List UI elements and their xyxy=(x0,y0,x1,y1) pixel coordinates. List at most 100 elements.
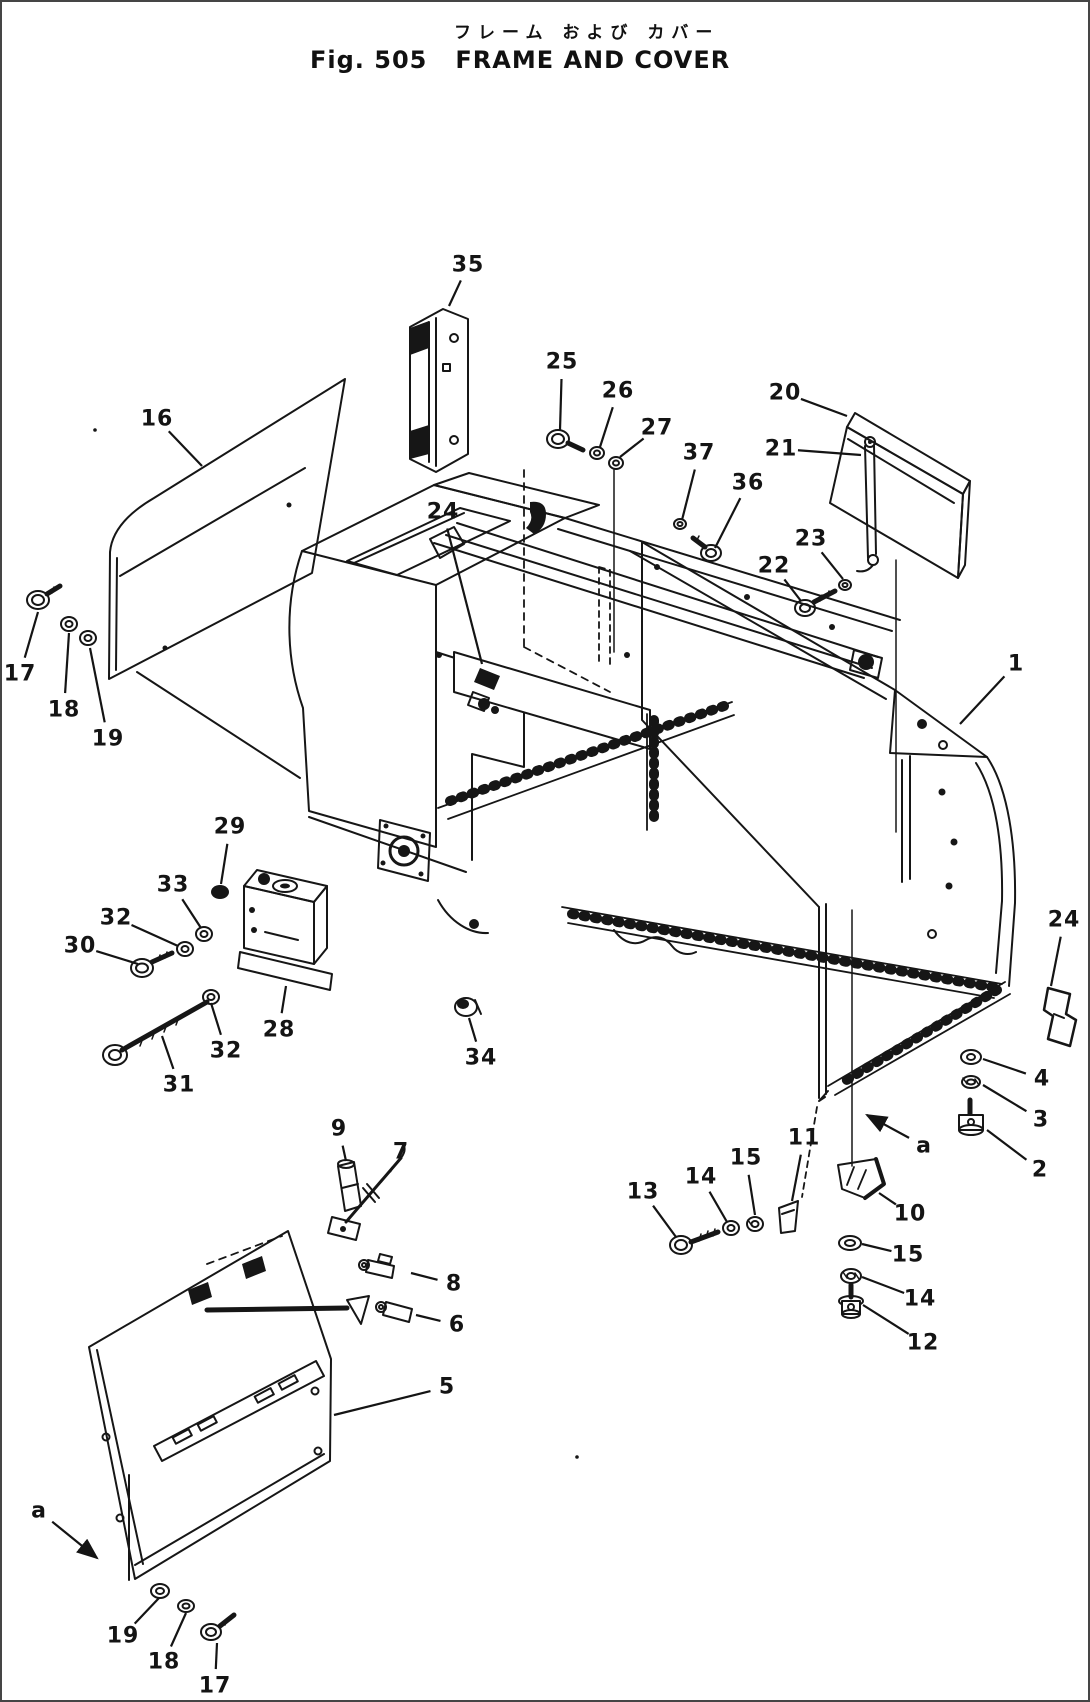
part-label-17-top: 17 xyxy=(4,662,37,687)
part-labels-layer: 1234567891011121314151514161718191718192… xyxy=(4,253,1080,1699)
part-label-32-lower: 32 xyxy=(210,1039,243,1064)
leader-line-14-left xyxy=(708,1191,728,1223)
part-label-32-upper: 32 xyxy=(100,906,133,931)
leader-line-23 xyxy=(820,551,844,580)
bracket-24-right xyxy=(1042,986,1078,1048)
scan-speck xyxy=(575,1455,579,1459)
part-label-33: 33 xyxy=(157,873,190,898)
leader-line-a-right xyxy=(865,1113,910,1139)
leader-line-30 xyxy=(95,949,139,966)
part-label-26: 26 xyxy=(602,379,635,404)
leader-line-24-right xyxy=(1049,936,1062,987)
part-label-18-top: 18 xyxy=(48,698,81,723)
bolt-12 xyxy=(838,1282,864,1319)
part-label-23: 23 xyxy=(795,527,828,552)
part-label-31: 31 xyxy=(163,1073,196,1098)
leader-line-21 xyxy=(797,449,862,457)
part-label-29: 29 xyxy=(214,815,247,840)
leader-line-37 xyxy=(680,469,696,521)
leader-line-3 xyxy=(982,1084,1028,1113)
bolt-30 xyxy=(130,950,175,978)
leader-line-16 xyxy=(167,430,203,467)
key-8 xyxy=(358,1253,395,1279)
part-label-19-top: 19 xyxy=(92,727,125,752)
leader-line-7 xyxy=(389,1166,394,1173)
part-label-9: 9 xyxy=(331,1117,347,1142)
leader-line-18-bottom xyxy=(169,1612,188,1647)
leader-line-12 xyxy=(862,1304,910,1335)
leader-line-17-bottom xyxy=(214,1642,219,1670)
washer-23 xyxy=(838,579,852,591)
leader-line-11 xyxy=(790,1154,802,1202)
leader-line-13 xyxy=(652,1205,677,1238)
bolt-31 xyxy=(102,999,210,1066)
lock-washer-15-left xyxy=(746,1216,764,1232)
part-label-14-right: 14 xyxy=(904,1287,937,1312)
clamp-24-left xyxy=(467,668,500,714)
washer-18-top xyxy=(60,616,78,632)
part-label-10: 10 xyxy=(894,1202,927,1227)
part-label-14-left: 14 xyxy=(685,1165,718,1190)
bolt-17-top xyxy=(26,583,63,610)
part-label-2: 2 xyxy=(1032,1158,1048,1183)
washer-26 xyxy=(589,446,605,460)
leader-line-27 xyxy=(619,437,645,458)
washer-19-top xyxy=(79,630,97,646)
leader-line-26 xyxy=(598,406,614,448)
leader-line-9 xyxy=(341,1145,348,1162)
rod-7 xyxy=(327,1143,406,1241)
bolt-22 xyxy=(794,588,838,617)
leader-line-36 xyxy=(714,497,742,549)
leader-line-6 xyxy=(415,1313,441,1323)
leader-line-2 xyxy=(986,1129,1028,1161)
part-label-5: 5 xyxy=(439,1375,455,1400)
leader-line-14-right xyxy=(861,1275,905,1294)
part-label-16: 16 xyxy=(141,407,174,432)
part-label-25: 25 xyxy=(546,350,579,375)
part-label-19-bottom: 19 xyxy=(107,1624,140,1649)
figure-name: FRAME AND COVER xyxy=(455,46,731,74)
washer-18-bottom xyxy=(177,1599,195,1613)
leader-line-15-right xyxy=(861,1242,892,1253)
part-label-15-right: 15 xyxy=(892,1243,925,1268)
part-label-11: 11 xyxy=(788,1126,821,1151)
leader-line-15-left xyxy=(747,1174,757,1216)
part-label-21: 21 xyxy=(765,437,798,462)
wedge-10 xyxy=(837,1157,886,1200)
leader-line-18-top xyxy=(64,632,71,694)
leader-line-a-bottom xyxy=(51,1520,99,1560)
bolt-13 xyxy=(669,1228,721,1255)
leader-line-34 xyxy=(467,1017,478,1043)
part-label-36: 36 xyxy=(732,471,765,496)
washer-33 xyxy=(195,926,213,942)
leader-line-19-bottom xyxy=(133,1597,160,1625)
leader-line-24-left xyxy=(446,528,484,665)
bolt-2 xyxy=(958,1097,984,1136)
washer-14-left xyxy=(722,1220,740,1236)
part-label-1: 1 xyxy=(1008,652,1024,677)
leader-line-22 xyxy=(783,578,802,602)
cover-box-20 xyxy=(829,412,971,579)
leader-line-17-top xyxy=(23,611,40,658)
plug-29 xyxy=(211,885,229,899)
part-label-3: 3 xyxy=(1033,1108,1049,1133)
bolt-17-bottom xyxy=(200,1612,237,1641)
cover-panel-16 xyxy=(108,378,346,779)
leader-line-19-top xyxy=(88,647,106,723)
part-label-7: 7 xyxy=(393,1140,409,1165)
part-label-28: 28 xyxy=(263,1018,296,1043)
part-label-12: 12 xyxy=(907,1331,940,1356)
part-label-22: 22 xyxy=(758,554,791,579)
lock-washer-14-right xyxy=(840,1268,862,1284)
part-label-30: 30 xyxy=(64,934,97,959)
leader-line-31 xyxy=(160,1035,175,1070)
leader-line-5 xyxy=(333,1390,431,1417)
part-label-6: 6 xyxy=(449,1313,465,1338)
leader-line-4 xyxy=(982,1057,1027,1075)
bolt-25 xyxy=(546,429,586,453)
striker-wedge-6 xyxy=(346,1295,370,1325)
part-label-a-bottom: a xyxy=(31,1499,47,1524)
leader-line-8 xyxy=(410,1271,438,1281)
lock-washer-3 xyxy=(961,1075,981,1089)
